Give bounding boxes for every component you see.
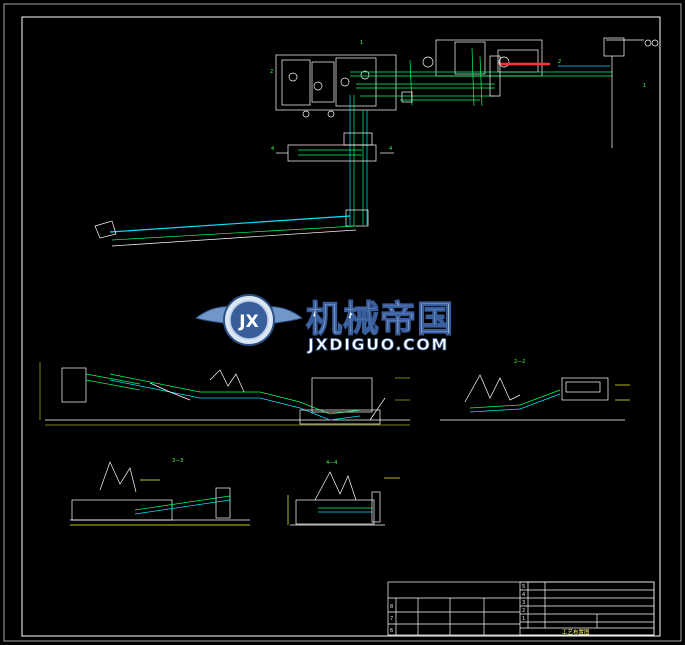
tb-row-7: 7 (390, 616, 393, 622)
section-1-elevation (45, 367, 410, 425)
tb-row-4: 4 (522, 592, 525, 598)
plan-building-left (275, 54, 397, 111)
plan-section-markers: 1 1 4 4 2 2 (270, 40, 646, 152)
tb-row-5: 5 (522, 584, 525, 590)
plan-view (94, 37, 659, 247)
section-2-elevation (440, 374, 630, 421)
watermark: JX 机械帝国 JXDIGUO.COM (194, 294, 454, 354)
watermark-url: JXDIGUO.COM (307, 335, 449, 354)
section-4-label: 4—4 (326, 460, 337, 466)
outer-frame (3, 3, 682, 642)
tb-row-3: 3 (522, 600, 525, 606)
tb-row-6: 6 (390, 628, 393, 634)
section-3-elevation (70, 461, 250, 526)
watermark-gear-icon: JX (223, 294, 275, 346)
marker-4-right: 4 (389, 146, 392, 152)
marker-4-left: 4 (271, 146, 274, 152)
marker-2-right: 2 (270, 69, 273, 75)
tb-row-8: 8 (390, 604, 393, 610)
tb-row-1: 1 (522, 616, 525, 622)
marker-2-left: 2 (558, 59, 561, 65)
watermark-logo-letters: JX (238, 312, 258, 332)
marker-1-top: 1 (360, 40, 363, 46)
marker-1-right: 1 (643, 83, 646, 89)
plan-inclined-belt (109, 215, 351, 233)
plan-tower (603, 37, 625, 57)
watermark-title: 机械帝国 (306, 299, 454, 340)
section-2-label: 2—2 (514, 359, 525, 365)
tb-row-2: 2 (522, 608, 525, 614)
inner-frame (21, 16, 661, 637)
section-4-elevation (287, 471, 400, 526)
title-block-numbers: 5 4 3 2 1 8 7 6 工艺布置图 (390, 584, 590, 636)
section-3-label: 3—3 (172, 458, 183, 464)
title-block (387, 581, 655, 636)
section-1-dims (39, 362, 410, 426)
plan-building-right (435, 39, 543, 77)
tb-drawing-name: 工艺布置图 (562, 628, 590, 636)
